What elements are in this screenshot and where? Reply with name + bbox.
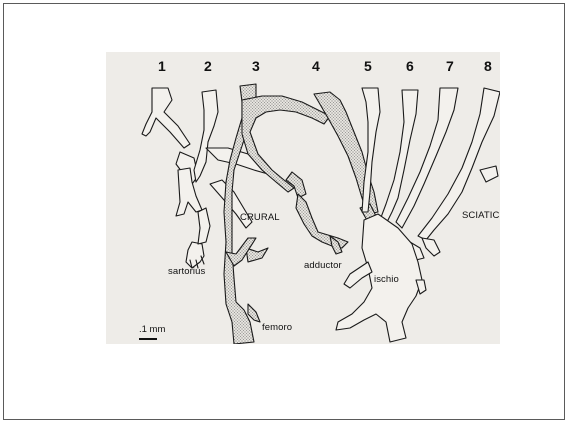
nerve-number-7: 7: [446, 58, 454, 74]
label-femoro: femoro: [262, 322, 292, 333]
nerve-number-1: 1: [158, 58, 166, 74]
nerve-1: [142, 88, 204, 268]
scale-bar: [139, 338, 157, 340]
nerve-number-2: 2: [204, 58, 212, 74]
nerve-number-4: 4: [312, 58, 320, 74]
label-sciatic: SCIATIC: [462, 210, 499, 221]
label-crural: CRURAL: [240, 212, 280, 223]
nerve-number-6: 6: [406, 58, 414, 74]
nerve-number-8: 8: [484, 58, 492, 74]
nerve-5: [314, 88, 380, 222]
nerve-number-3: 3: [252, 58, 260, 74]
nerve-number-5: 5: [364, 58, 372, 74]
label-sartorius: sartorius: [168, 266, 205, 277]
nerve-drawing: [106, 52, 500, 344]
label-ischio: ischio: [374, 274, 399, 285]
nerve-diagram: 1 2 3 4 5 6 7 8 sartorius CRURAL adducto…: [106, 52, 500, 344]
label-adductor: adductor: [304, 260, 342, 271]
scale-label: .1 mm: [139, 324, 165, 335]
